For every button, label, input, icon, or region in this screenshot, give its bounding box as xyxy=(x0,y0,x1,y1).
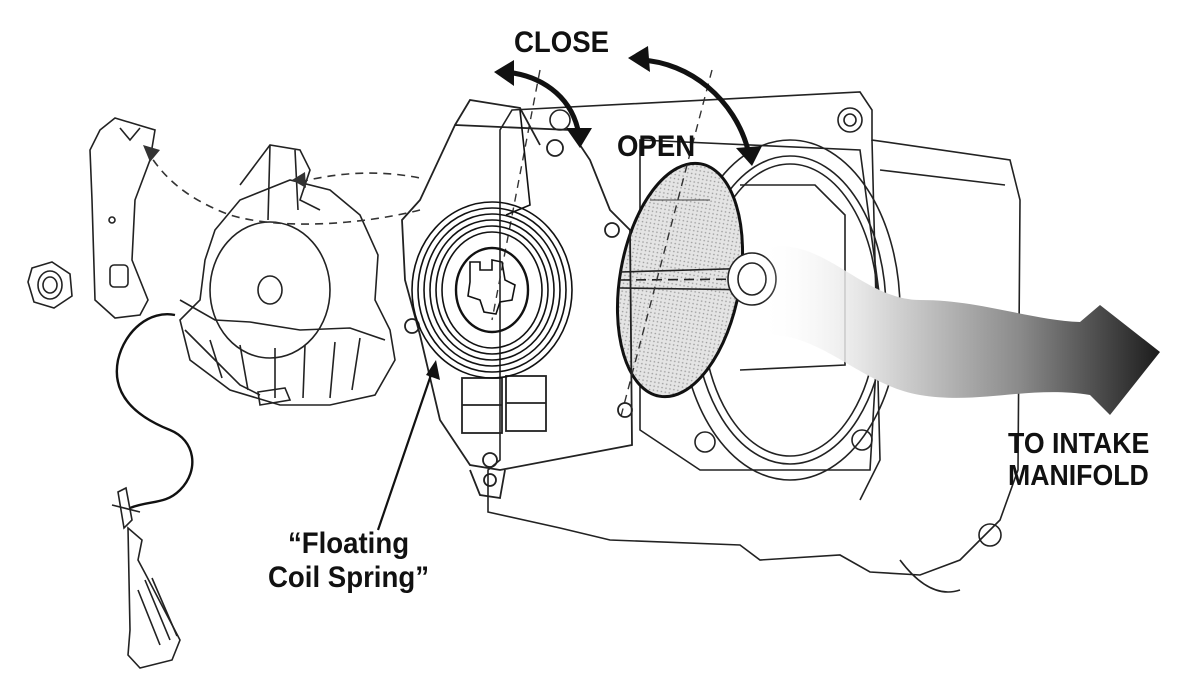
intake-manifold-label: TO INTAKE MANIFOLD xyxy=(1008,428,1149,493)
throttle-lever-arm xyxy=(89,117,156,319)
curved-double-arrow-icon xyxy=(494,60,592,148)
open-label: OPEN xyxy=(617,130,696,163)
spring-cover-plate xyxy=(401,99,633,500)
assembly-path-dashed-arrow xyxy=(147,151,421,225)
actuator-cam-housing xyxy=(179,144,396,406)
accelerator-cable xyxy=(115,313,194,510)
throttle-body-housing xyxy=(487,91,1021,593)
curved-double-arrow-icon xyxy=(628,46,762,166)
retaining-nut xyxy=(27,261,73,309)
accelerator-pedal xyxy=(111,486,181,669)
floating-coil-spring xyxy=(411,109,573,379)
callout-pointer-arrow-icon xyxy=(376,360,440,531)
close-label: CLOSE xyxy=(514,26,610,59)
assembly-arrowhead-icon xyxy=(143,145,160,162)
intake-label-line2: MANIFOLD xyxy=(1008,460,1149,493)
intake-flow-arrow-icon xyxy=(760,246,1160,415)
intake-label-line1: TO INTAKE xyxy=(1008,428,1150,460)
floating-coil-spring-label: “Floating Coil Spring” xyxy=(268,527,429,594)
assembly-arrowhead-icon xyxy=(292,172,306,188)
spring-label-line1: “Floating xyxy=(287,527,410,560)
spring-label-line2: Coil Spring” xyxy=(268,560,429,594)
rotation-axis-line xyxy=(491,69,713,421)
